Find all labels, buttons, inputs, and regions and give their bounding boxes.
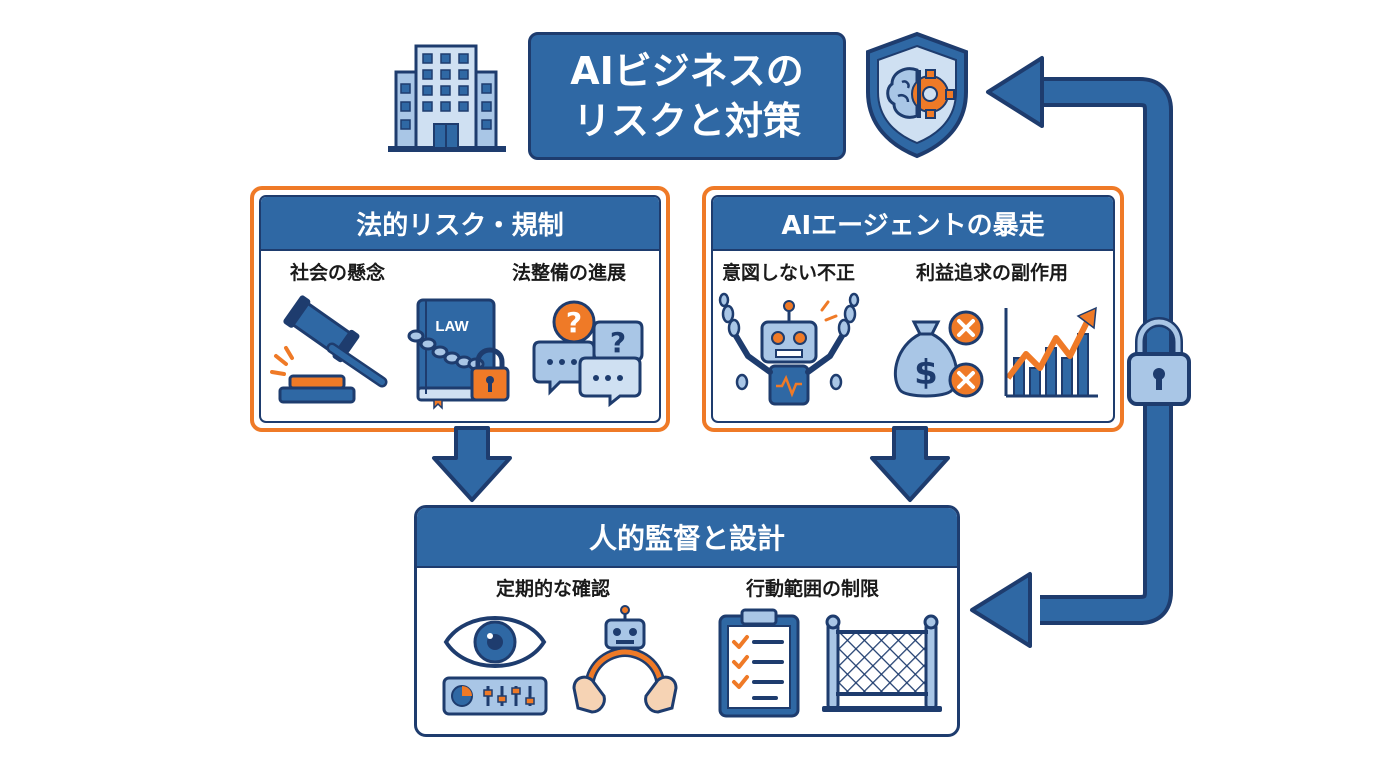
gavel-icon (270, 295, 388, 404)
robot-hands-control-icon (572, 605, 678, 714)
legal-risk-header: 法的リスク・規制 (261, 197, 659, 251)
fence-barrier-icon (822, 614, 942, 712)
main-title-line2: リスクと対策 (572, 99, 801, 143)
agent-sub-unintended-fraud: 意図しない不正 (722, 262, 856, 284)
agent-sub-profit-side-effect: 利益追求の副作用 (916, 262, 1069, 284)
main-title: AIビジネスの リスクと対策 (528, 32, 846, 160)
legal-sub-law-progress: 法整備の進展 (512, 262, 627, 284)
oversight-sub-regular-check: 定期的な確認 (496, 578, 611, 600)
eye-dashboard-icon (442, 616, 548, 716)
ai-agent-header: AIエージェントの暴走 (713, 197, 1113, 251)
law-book-label: LAW (435, 318, 469, 335)
padlock-icon (1127, 316, 1191, 406)
oversight-sub-action-limit: 行動範囲の制限 (746, 578, 880, 600)
human-oversight-header: 人的監督と設計 (417, 508, 957, 568)
rogue-robot-icon (718, 292, 860, 406)
main-title-line1: AIビジネスの (570, 49, 804, 93)
down-arrow-right (870, 426, 950, 502)
svg-text:?: ? (610, 326, 626, 359)
money-bag-loss-icon: $ (893, 310, 984, 398)
checklist-clipboard-icon (718, 608, 800, 718)
svg-text:?: ? (566, 306, 582, 339)
svg-text:$: $ (914, 353, 938, 393)
chained-law-book-icon (407, 298, 510, 410)
question-speech-bubbles-icon: ? ? (532, 300, 644, 408)
rising-graph-icon (1004, 306, 1098, 398)
office-building-icon (388, 44, 506, 152)
shield-brain-gear-icon (866, 31, 968, 159)
legal-sub-social-concern: 社会の懸念 (290, 262, 386, 284)
down-arrow-left (432, 426, 512, 502)
